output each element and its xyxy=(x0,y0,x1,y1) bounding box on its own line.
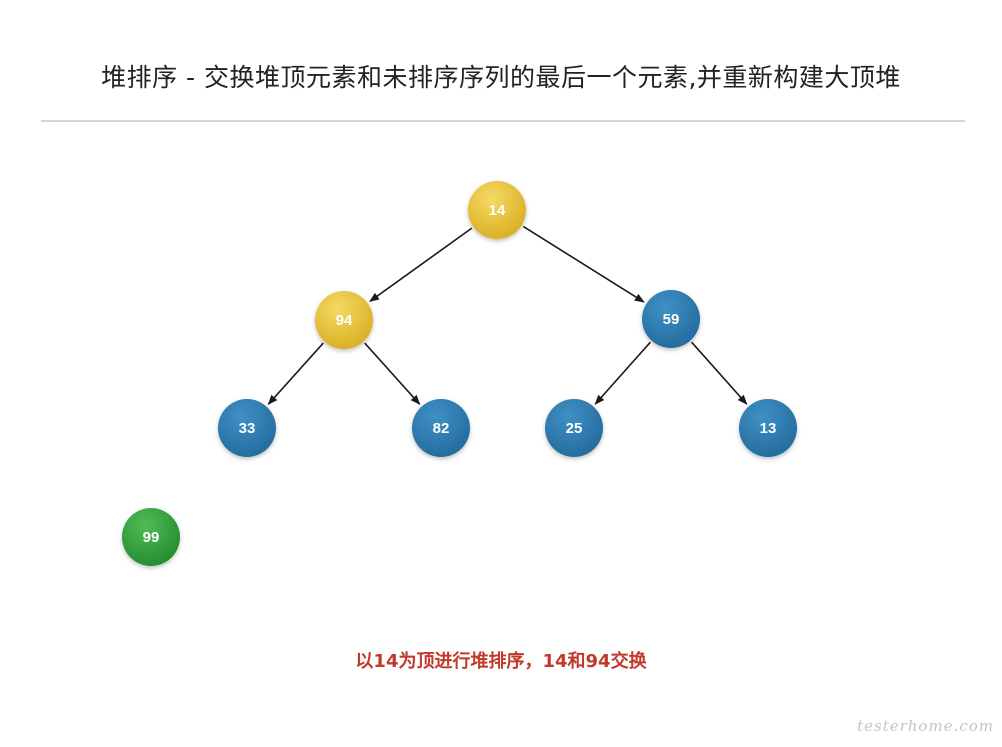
node-circle xyxy=(412,399,470,457)
tree-node-33: 33 xyxy=(218,399,276,457)
node-circle xyxy=(468,181,526,239)
edge-arrow-n94-n33 xyxy=(267,342,324,405)
node-label: 14 xyxy=(489,202,506,219)
node-circle xyxy=(642,290,700,348)
edges-layer xyxy=(267,225,748,405)
node-label: 25 xyxy=(566,420,583,437)
node-label: 13 xyxy=(760,420,777,437)
node-circle xyxy=(315,291,373,349)
node-label: 94 xyxy=(336,312,353,329)
node-label: 59 xyxy=(663,311,680,328)
node-circle xyxy=(545,399,603,457)
tree-node-14: 14 xyxy=(468,181,526,239)
edge-arrow-n59-n13 xyxy=(691,341,748,405)
node-circle xyxy=(122,508,180,566)
tree-node-59: 59 xyxy=(642,290,700,348)
node-label: 82 xyxy=(433,420,450,437)
edge-arrow-n14-n94 xyxy=(369,227,473,302)
step-caption: 以14为顶进行堆排序，14和94交换 xyxy=(355,651,647,672)
edge-arrow-n59-n25 xyxy=(594,341,651,405)
nodes-layer: 14 94 59 33 82 25 13 99 xyxy=(122,181,797,566)
watermark: testerhome.com xyxy=(857,717,994,735)
tree-node-82: 82 xyxy=(412,399,470,457)
edge-arrow-n94-n82 xyxy=(364,342,421,405)
title-divider xyxy=(41,120,965,122)
node-label: 99 xyxy=(143,529,160,546)
tree-node-94: 94 xyxy=(315,291,373,349)
tree-node-99: 99 xyxy=(122,508,180,566)
node-label: 33 xyxy=(239,420,256,437)
tree-node-13: 13 xyxy=(739,399,797,457)
edge-arrow-n14-n59 xyxy=(522,225,645,303)
node-circle xyxy=(739,399,797,457)
tree-node-25: 25 xyxy=(545,399,603,457)
node-circle xyxy=(218,399,276,457)
page-title: 堆排序 - 交换堆顶元素和未排序序列的最后一个元素,并重新构建大顶堆 xyxy=(101,63,901,92)
